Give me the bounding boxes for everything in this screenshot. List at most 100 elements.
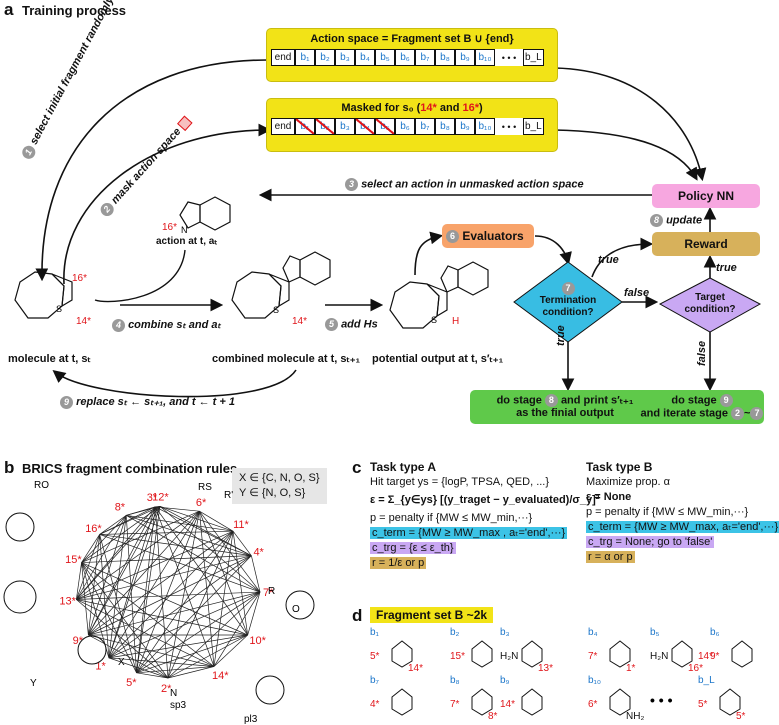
- brics-ring-0: [5, 512, 35, 542]
- brics-edge: [76, 599, 169, 679]
- brics-node-15: 15*: [65, 554, 82, 566]
- brics-edge: [167, 666, 215, 679]
- brics-edge: [199, 510, 234, 532]
- masked-cell-4: b₄: [355, 118, 375, 135]
- masked-cell-last: b_L: [523, 118, 544, 135]
- action-cell-9: b₉: [455, 49, 475, 66]
- masked-title: Masked for s₀ (14* and 16*): [267, 102, 557, 114]
- stage9-tilde: ~: [744, 407, 751, 420]
- fragment-label-9-0: 6*: [588, 699, 598, 710]
- brics-edge: [76, 530, 234, 600]
- svg-text:S: S: [273, 305, 279, 315]
- brics-node-7: 7*: [263, 587, 274, 599]
- fragment-label-4-2: 14*: [698, 651, 713, 662]
- svg-text:S: S: [431, 315, 437, 325]
- step3-text: select an action in unmasked action spac…: [361, 178, 584, 191]
- fragment-label-7-0: 7*: [450, 699, 460, 710]
- stage9-text-a: do stage: [671, 394, 717, 406]
- brics-label-6: pl3: [244, 714, 258, 725]
- stage9-number-7: 7: [750, 407, 764, 420]
- brics-edge: [154, 506, 215, 667]
- brics-edge: [88, 591, 261, 636]
- brics-edge: [159, 506, 252, 556]
- brics-label-5: sp3: [170, 700, 187, 711]
- stage9-box: do stage 9 and iterate stage 2~7: [640, 390, 764, 424]
- brics-edge: [76, 599, 215, 667]
- brics-label-3: R: [268, 586, 275, 597]
- fragment-id-8: b₉: [500, 675, 510, 686]
- brics-edge: [81, 562, 137, 673]
- fragment-label-2-1: 13*: [538, 663, 553, 674]
- brics-label-9: Y: [30, 678, 37, 689]
- panel-a-graphics: S N S S: [14, 59, 762, 398]
- brics-edge: [76, 534, 100, 600]
- masked-dots: • • •: [495, 118, 523, 135]
- brics-node-10: 10*: [249, 635, 266, 647]
- brics-edge: [99, 534, 110, 658]
- fragment-id-6: b₇: [370, 675, 380, 686]
- fragment-shape-1: [471, 640, 493, 668]
- brics-label-8: X: [118, 657, 125, 668]
- brics-edge: [76, 591, 261, 600]
- brics-edge: [81, 555, 252, 563]
- fragment-label-3-1: 1*: [626, 663, 636, 674]
- reward-label: Reward: [684, 237, 728, 251]
- panel-b-letter: b: [4, 458, 15, 477]
- fragment-shape-10: [719, 688, 741, 716]
- target-diamond: [658, 277, 762, 333]
- fragment-label-1-0: 15*: [450, 651, 465, 662]
- fragment-id-9: b₁₀: [588, 675, 601, 686]
- step7-number: 7: [561, 282, 575, 295]
- fragment-id-1: b₂: [450, 627, 460, 638]
- brics-edge: [167, 634, 248, 679]
- brics-node-13: 13*: [59, 595, 76, 607]
- arrow-term-reward: [591, 237, 654, 278]
- brics-edge: [136, 591, 261, 674]
- fragment-grid: b₁5*14*b₂15*b₃H₂N13*b₄7*1*b₅H₂N16*14*b₆9…: [370, 627, 753, 722]
- brics-edge: [99, 515, 127, 535]
- step5-label: 5 add Hs: [325, 318, 378, 331]
- brics-edge: [76, 506, 161, 600]
- task-a-hit: Hit target ys = {logP, TPSA, QED, ...}: [370, 476, 550, 488]
- task-a-ctrg-row: c_trg = {ε ≤ ε_th}: [370, 541, 582, 556]
- brics-edge: [108, 591, 261, 659]
- stage8-text-b: and print s′ₜ₊₁: [560, 394, 634, 407]
- fragment-shape-9: [609, 688, 631, 716]
- task-b-title: Task type B: [586, 460, 653, 474]
- stage8-number: 8: [544, 393, 558, 407]
- panel-c-letter: c: [352, 458, 362, 477]
- panel-d-letter: d: [352, 606, 363, 625]
- brics-edge: [251, 555, 261, 593]
- step4-label: 4 combine sₜ and aₜ: [112, 318, 221, 332]
- panel-a-letter: a: [4, 0, 14, 19]
- panel-b-title: BRICS fragment combination rules: [22, 461, 238, 476]
- brics-edge: [76, 510, 200, 600]
- fragment-id-2: b₃: [500, 627, 510, 638]
- brics-node-9: 9*: [73, 635, 84, 647]
- brics-edge: [99, 530, 234, 535]
- masked-cell-0: end: [271, 118, 295, 135]
- fragment-shape-2: [521, 640, 543, 668]
- brics-node-2: 2*: [161, 683, 172, 695]
- stage9-text-b: and iterate stage: [640, 407, 728, 420]
- combined-label: combined molecule at t, sₜ₊₁: [212, 353, 361, 365]
- step4-text: combine sₜ and aₜ: [128, 319, 221, 331]
- molecule-potential: [389, 261, 489, 329]
- brics-node-11: 11*: [233, 519, 249, 531]
- brics-edge: [108, 555, 252, 659]
- fragment-shape-0: [391, 640, 413, 668]
- fragment-id-10: b_L: [698, 675, 715, 686]
- task-a-eps: ε = Σ_{y∈ys} [(y_traget − y_evaluated)/σ…: [370, 494, 600, 506]
- true-label-2: true: [716, 262, 737, 274]
- stage8-box: do stage 8 and print s′ₜ₊₁ as the finial…: [470, 390, 660, 424]
- brics-node-4: 4*: [253, 546, 264, 558]
- brics-edge: [167, 531, 234, 679]
- arrow-to-evaluators: [414, 231, 444, 276]
- stage8-text-a: do stage: [496, 394, 542, 407]
- brics-label-0: RO: [34, 480, 49, 491]
- brics-node-5: 5*: [126, 677, 137, 689]
- fragment-label-10-0: 5*: [698, 699, 708, 710]
- action-space-title: Action space = Fragment set B ∪ {end}: [310, 33, 514, 45]
- target-label: Target condition?: [684, 292, 736, 315]
